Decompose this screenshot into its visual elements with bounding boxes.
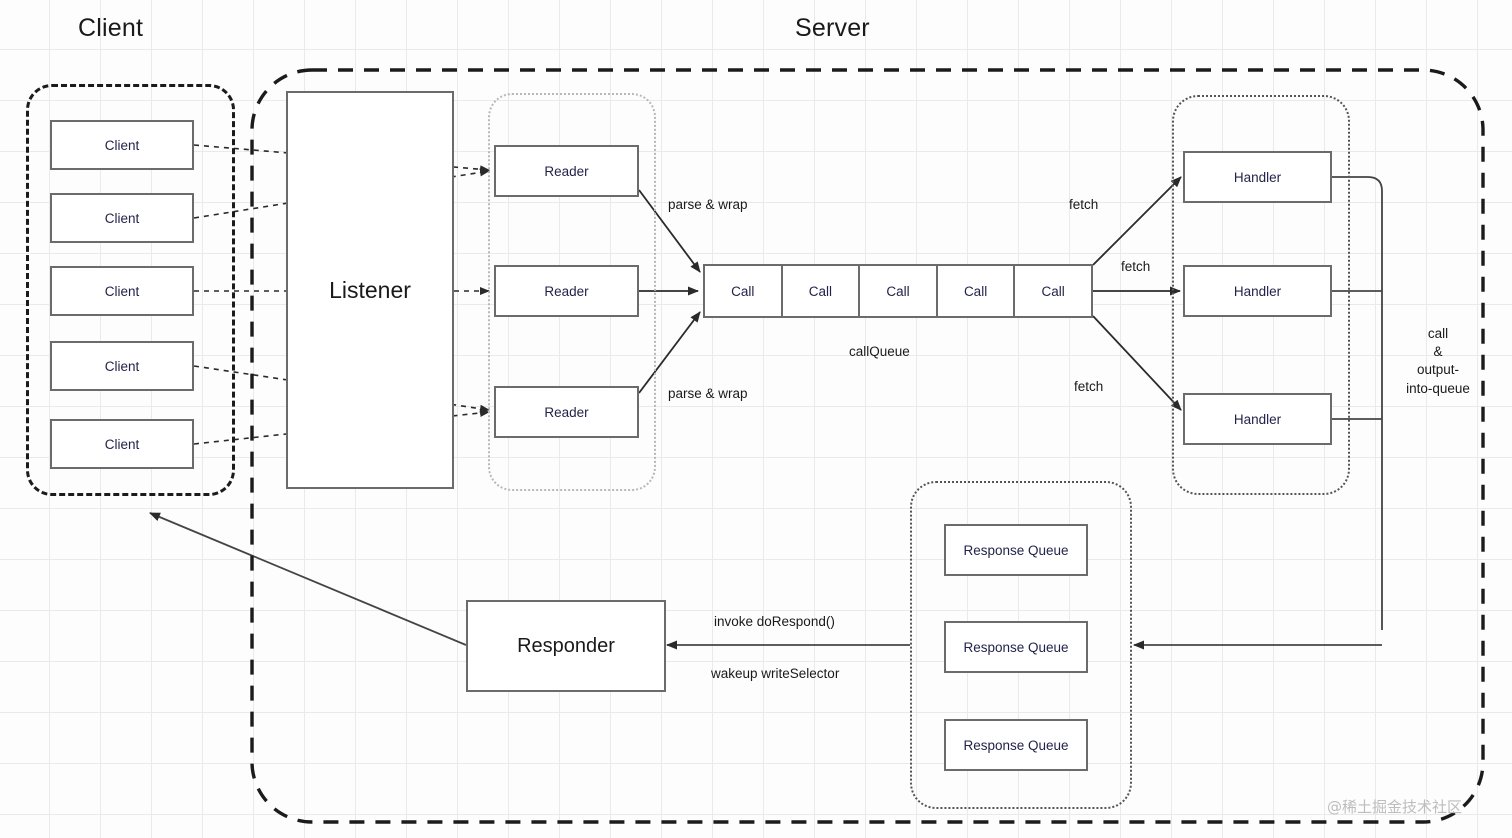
handler-node-2[interactable]: Handler: [1183, 265, 1332, 317]
response-queue-node-2[interactable]: Response Queue: [944, 621, 1088, 673]
client-title: Client: [78, 14, 144, 42]
call-queue-caption: callQueue: [849, 344, 910, 359]
response-queue-node-1[interactable]: Response Queue: [944, 524, 1088, 576]
listener-node[interactable]: Listener: [286, 91, 454, 489]
callqueue-to-handler-links: [1092, 176, 1182, 411]
client-node-4[interactable]: Client: [50, 341, 194, 391]
responder-to-client-link: [149, 512, 467, 646]
call-output-line-1: call: [1427, 326, 1449, 341]
client-node-1[interactable]: Client: [50, 120, 194, 170]
edge-label-wakeup-writeselector: wakeup writeSelector: [711, 666, 840, 681]
client-group: [26, 84, 235, 496]
reader-node-2[interactable]: Reader: [494, 265, 639, 317]
handlers-group: [1172, 95, 1350, 495]
call-queue-cell[interactable]: Call: [705, 266, 783, 316]
client-node-3[interactable]: Client: [50, 266, 194, 316]
readers-group: [488, 93, 656, 491]
reader-node-1[interactable]: Reader: [494, 145, 639, 197]
call-output-line-3: output-: [1416, 362, 1460, 378]
edge-label-fetch-bottom: fetch: [1074, 379, 1104, 394]
call-queue-cell[interactable]: Call: [860, 266, 938, 316]
edge-label-fetch-top: fetch: [1069, 197, 1099, 212]
call-queue-cell[interactable]: Call: [938, 266, 1016, 316]
handler-node-1[interactable]: Handler: [1183, 151, 1332, 203]
edge-label-fetch-mid: fetch: [1121, 259, 1151, 274]
server-title: Server: [795, 14, 870, 42]
client-node-2[interactable]: Client: [50, 193, 194, 243]
client-node-5[interactable]: Client: [50, 419, 194, 469]
edge-label-invoke-dorespond: invoke doRespond(): [714, 614, 835, 629]
handler-node-3[interactable]: Handler: [1183, 393, 1332, 445]
response-queue-node-3[interactable]: Response Queue: [944, 719, 1088, 771]
call-output-line-2: &: [1433, 344, 1443, 360]
response-queue-group: [910, 481, 1132, 809]
reader-node-3[interactable]: Reader: [494, 386, 639, 438]
edge-label-parse-wrap-top: parse & wrap: [668, 197, 748, 212]
edge-label-parse-wrap-bottom: parse & wrap: [668, 386, 748, 401]
watermark: @稀土掘金技术社区: [1327, 798, 1463, 816]
responder-node[interactable]: Responder: [466, 600, 666, 692]
call-queue: Call Call Call Call Call: [703, 264, 1093, 318]
call-queue-cell[interactable]: Call: [783, 266, 861, 316]
edge-label-call-output-into-queue: call & output- into-queue: [1392, 325, 1484, 398]
call-queue-cell[interactable]: Call: [1041, 283, 1065, 299]
call-output-line-4: into-queue: [1406, 380, 1470, 396]
